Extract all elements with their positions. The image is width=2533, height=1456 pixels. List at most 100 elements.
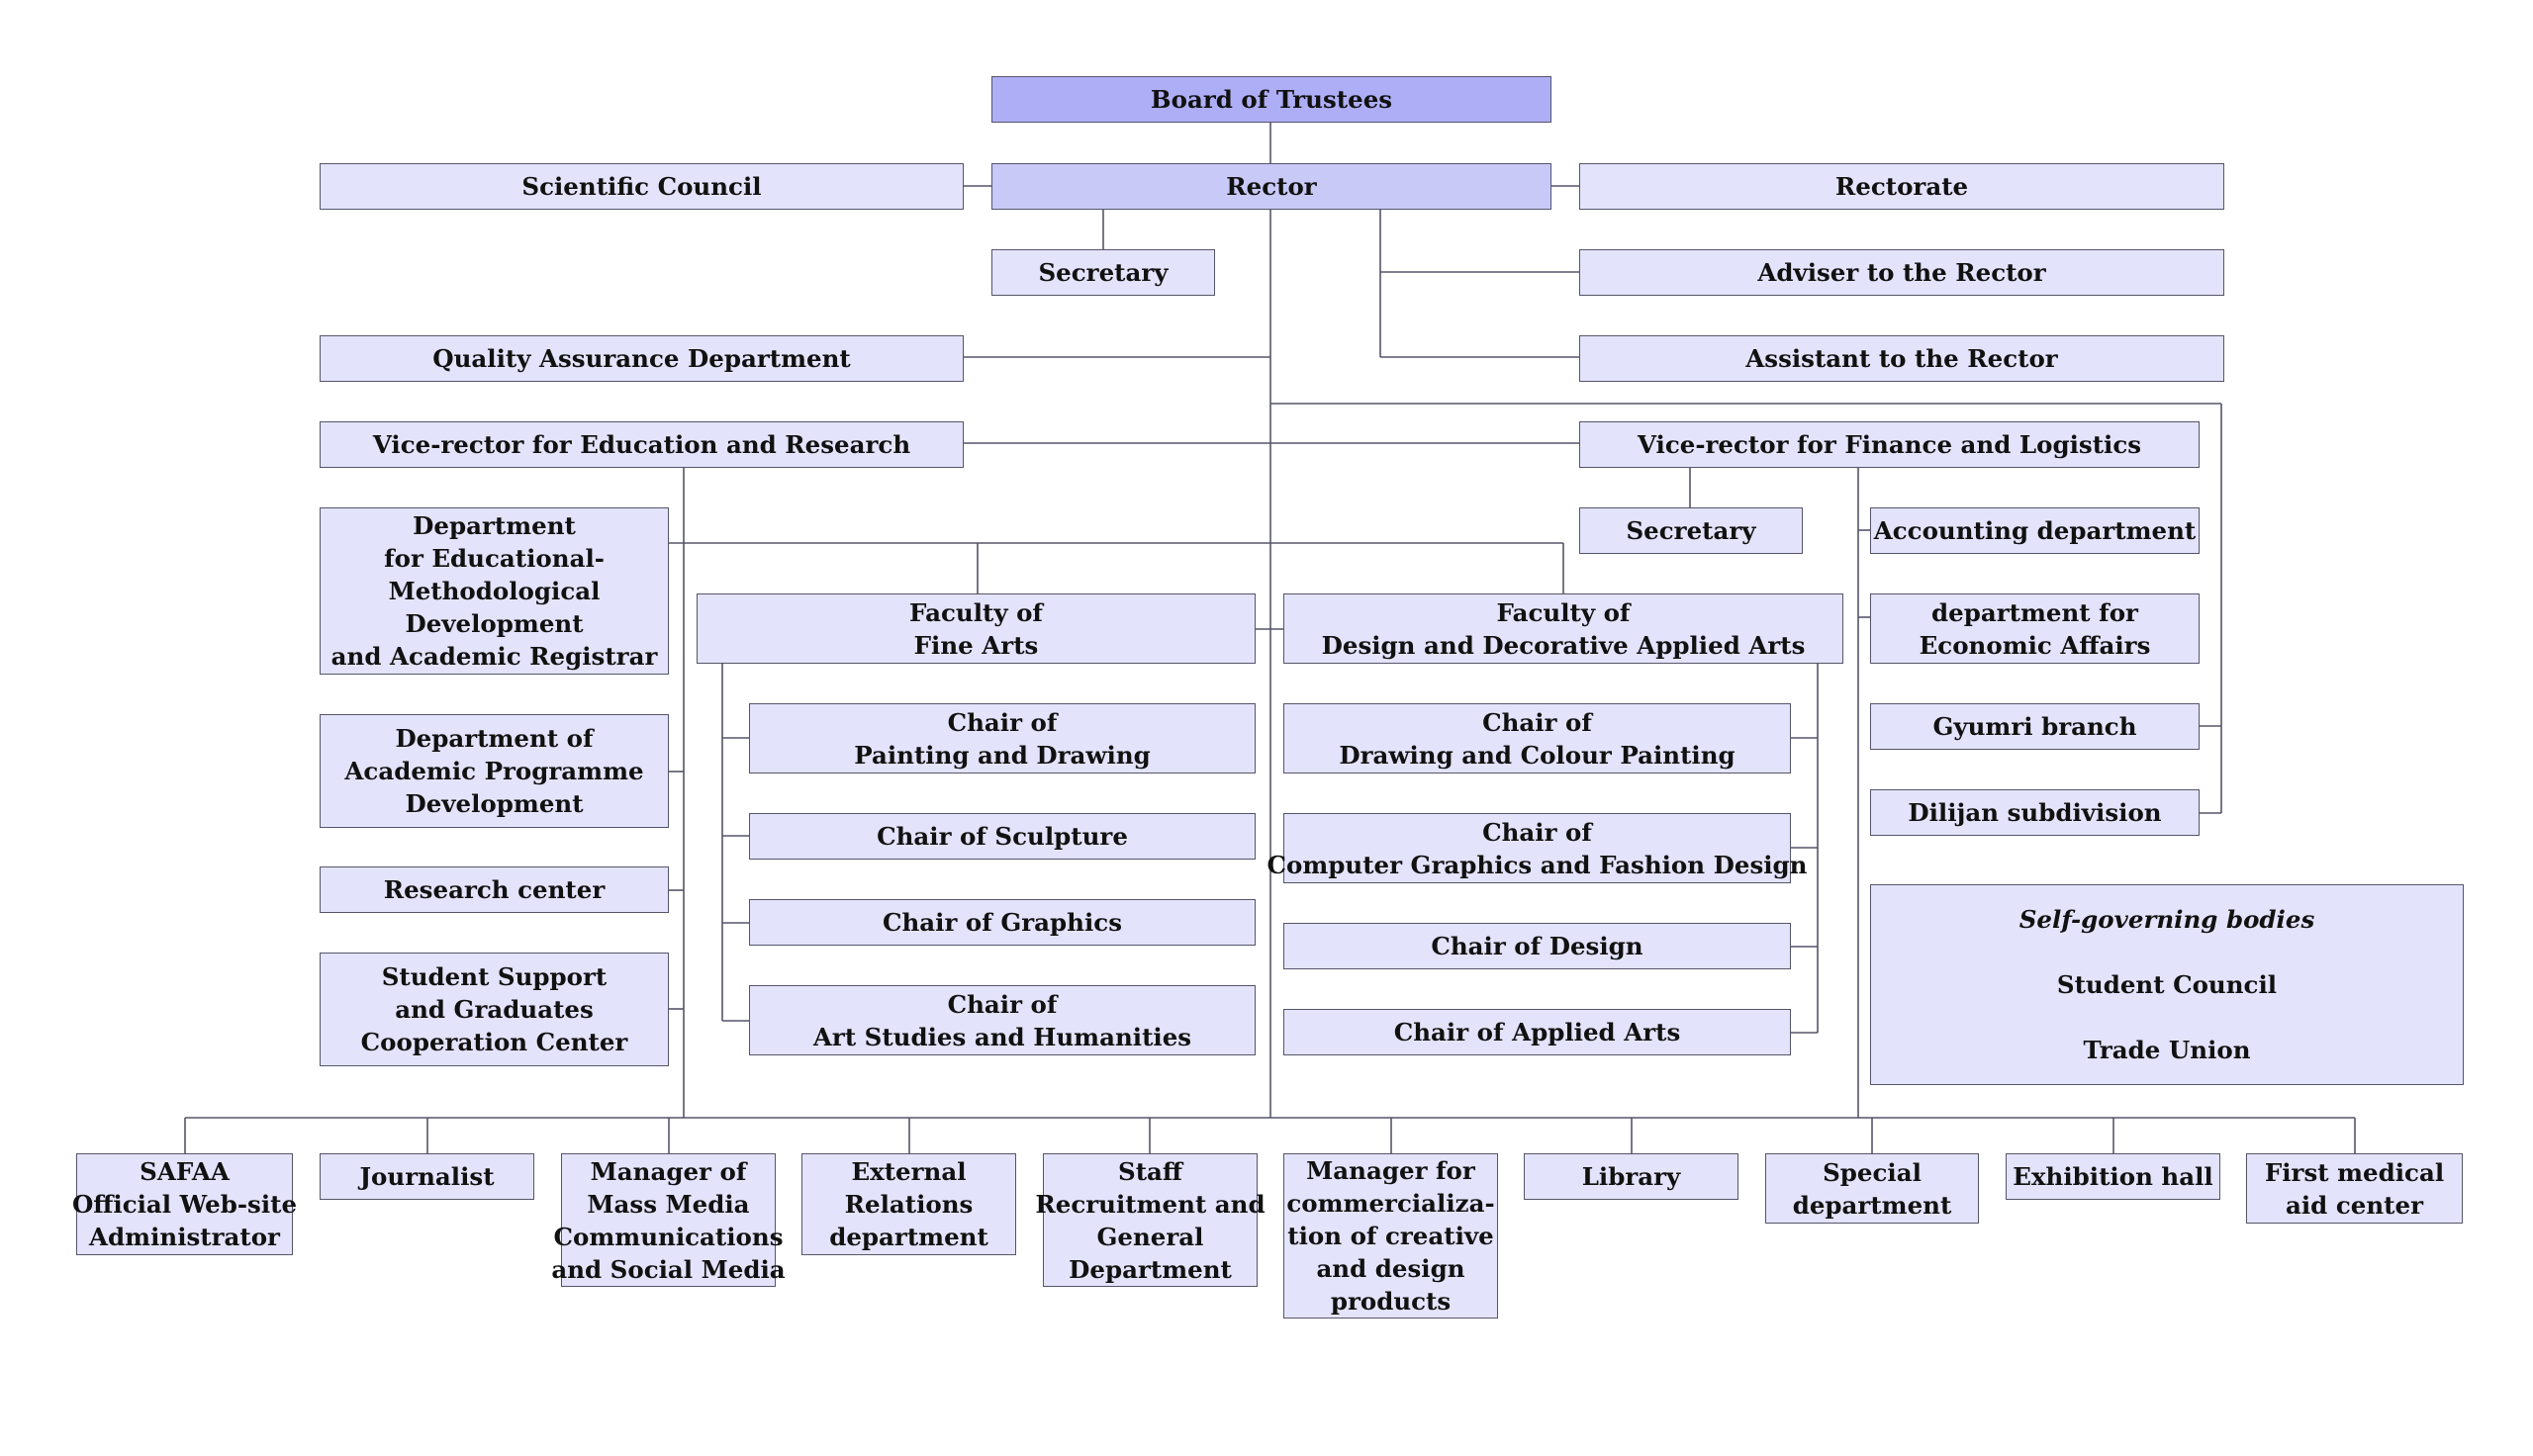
- label-line: Recruitment and: [1035, 1189, 1266, 1219]
- special-department: Special department: [1765, 1153, 1979, 1224]
- commercialization-manager: Manager for commercializa- tion of creat…: [1283, 1153, 1498, 1319]
- label-line: Assistant to the Rector: [1745, 344, 2058, 373]
- chair-art-studies: Chair of Art Studies and Humanities: [749, 985, 1256, 1055]
- vice-rector-finance: Vice-rector for Finance and Logistics: [1579, 421, 2200, 468]
- board-of-trustees: Board of Trustees: [991, 76, 1551, 123]
- rector: Rector: [991, 163, 1551, 210]
- label-line: Chair of: [947, 707, 1058, 737]
- label-line: Design and Decorative Applied Arts: [1321, 630, 1806, 660]
- faculty-design: Faculty of Design and Decorative Applied…: [1283, 593, 1843, 664]
- label-line: Gyumri branch: [1932, 712, 2137, 741]
- label-line: Accounting department: [1873, 516, 2197, 545]
- label-line: tion of creative: [1287, 1222, 1494, 1250]
- label-line: Library: [1581, 1162, 1681, 1191]
- label-line: commercializa-: [1286, 1189, 1495, 1218]
- label-line: Chair of Design: [1431, 932, 1643, 960]
- label-line: Special: [1823, 1157, 1922, 1187]
- label-line: Trade Union: [2083, 1036, 2251, 1064]
- label-line: Faculty of: [1496, 597, 1631, 627]
- label-line: Art Studies and Humanities: [812, 1022, 1192, 1051]
- label-line: Manager for: [1306, 1156, 1475, 1185]
- label-line: Exhibition hall: [2013, 1162, 2213, 1191]
- label-line: Journalist: [359, 1162, 495, 1191]
- scientific-council: Scientific Council: [320, 163, 964, 210]
- label-line: Research center: [383, 875, 606, 904]
- label-line: Development: [405, 609, 584, 638]
- self-governing-bodies: Self-governing bodies Student Council Tr…: [1870, 884, 2464, 1085]
- label-line: Self-governing bodies: [2018, 905, 2315, 934]
- accounting-department: Accounting department: [1870, 507, 2200, 554]
- safaa-web-administrator: SAFAA Official Web-site Administrator: [72, 1153, 297, 1255]
- label-line: Fine Arts: [913, 630, 1039, 660]
- label-line: Administrator: [89, 1223, 280, 1251]
- label-line: Communications: [553, 1222, 784, 1251]
- mass-media-manager: Manager of Mass Media Communications and…: [551, 1153, 786, 1287]
- label-line: Manager of: [590, 1156, 747, 1186]
- quality-assurance-department: Quality Assurance Department: [320, 335, 964, 382]
- chair-graphics: Chair of Graphics: [749, 899, 1256, 946]
- student-support-center: Student Support and Graduates Cooperatio…: [320, 953, 669, 1066]
- exhibition-hall: Exhibition hall: [2006, 1153, 2220, 1200]
- label-line: Department: [1069, 1254, 1232, 1284]
- secretary-finance: Secretary: [1579, 507, 1803, 554]
- label-line: Scientific Council: [521, 172, 762, 201]
- label-line: Chair of Sculpture: [877, 822, 1128, 851]
- staff-recruitment-department: Staff Recruitment and General Department: [1035, 1153, 1266, 1287]
- chair-painting-drawing: Chair of Painting and Drawing: [749, 703, 1256, 774]
- label-line: Adviser to the Rector: [1757, 258, 2046, 287]
- label-line: Chair of: [947, 989, 1058, 1019]
- rectorate: Rectorate: [1579, 163, 2224, 210]
- label-line: Mass Media: [587, 1189, 750, 1219]
- secretary-rector: Secretary: [991, 249, 1215, 296]
- department-educational-development: Department for Educational- Methodologic…: [320, 507, 669, 675]
- faculty-fine-arts: Faculty of Fine Arts: [697, 593, 1256, 664]
- label-line: General: [1096, 1222, 1204, 1251]
- label-line: Faculty of: [909, 597, 1043, 627]
- label-line: Development: [405, 789, 584, 818]
- label-line: Drawing and Colour Painting: [1339, 740, 1736, 770]
- label-line: Rector: [1226, 172, 1317, 201]
- label-line: for Educational-: [384, 544, 605, 573]
- chair-applied-arts: Chair of Applied Arts: [1283, 1009, 1791, 1055]
- first-medical-aid-center: First medical aid center: [2246, 1153, 2463, 1224]
- label-line: products: [1330, 1287, 1452, 1316]
- label-line: Cooperation Center: [360, 1028, 628, 1056]
- label-line: Vice-rector for Finance and Logistics: [1637, 430, 2142, 459]
- chair-drawing-colour: Chair of Drawing and Colour Painting: [1283, 703, 1791, 774]
- label-line: Vice-rector for Education and Research: [372, 430, 911, 459]
- external-relations-department: External Relations department: [801, 1153, 1016, 1255]
- label-line: department for: [1931, 597, 2138, 627]
- assistant-to-rector: Assistant to the Rector: [1579, 335, 2224, 382]
- label-line: aid center: [2286, 1190, 2423, 1220]
- label-line: SAFAA: [140, 1157, 230, 1186]
- label-line: department: [1792, 1190, 1952, 1220]
- label-line: Methodological: [388, 577, 601, 605]
- research-center: Research center: [320, 866, 669, 913]
- chair-sculpture: Chair of Sculpture: [749, 813, 1256, 860]
- label-line: Official Web-site: [71, 1190, 298, 1219]
- label-line: First medical: [2264, 1157, 2445, 1187]
- library: Library: [1524, 1153, 1738, 1200]
- label-line: Rectorate: [1834, 172, 1969, 201]
- dilijan-subdivision: Dilijan subdivision: [1870, 789, 2200, 836]
- department-academic-programme: Department of Academic Programme Develop…: [320, 714, 669, 828]
- label-line: Department: [413, 511, 576, 540]
- label-line: Secretary: [1038, 258, 1169, 287]
- label-line: Department of: [395, 724, 594, 753]
- label-line: Academic Programme: [344, 757, 644, 785]
- label-line: Board of Trustees: [1150, 85, 1393, 114]
- label-line: External: [851, 1157, 967, 1186]
- label-line: Student Council: [2056, 970, 2278, 999]
- label-line: Chair of: [1482, 817, 1592, 847]
- label-line: Secretary: [1626, 516, 1756, 545]
- label-line: Chair of Graphics: [882, 908, 1122, 937]
- label-line: Painting and Drawing: [854, 740, 1151, 770]
- economic-affairs-department: department for Economic Affairs: [1870, 593, 2200, 664]
- label-line: Economic Affairs: [1919, 630, 2151, 660]
- label-line: department: [829, 1223, 988, 1251]
- label-line: and Graduates: [395, 995, 594, 1024]
- label-line: Dilijan subdivision: [1908, 798, 2162, 827]
- adviser-to-rector: Adviser to the Rector: [1579, 249, 2224, 296]
